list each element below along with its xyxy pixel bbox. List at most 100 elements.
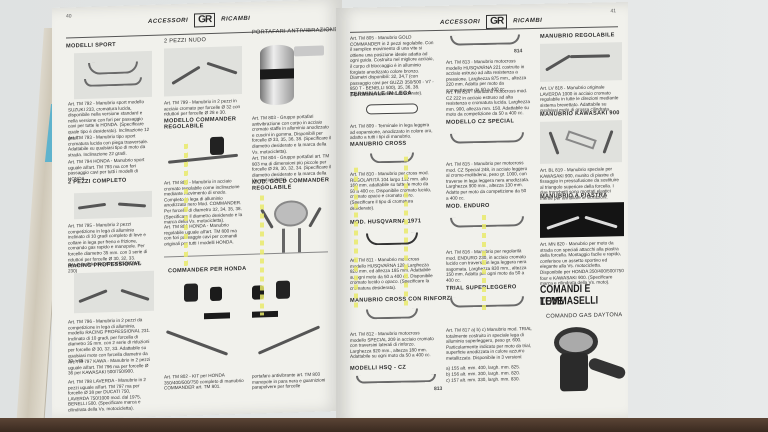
desc-tm812: Art. TM 812 - Manubrio motocross modello…: [350, 330, 434, 360]
bar-shape: [602, 130, 614, 154]
header-ricambi: RICAMBI: [513, 17, 543, 25]
gold-commander-photo: [256, 195, 326, 255]
section-cross: MANUBRIO CROSS: [350, 140, 407, 148]
handlebar-shape: [84, 77, 142, 87]
fork-shape: [298, 228, 301, 253]
section-complete: 2 PEZZI COMPLETO: [68, 177, 127, 186]
section-mount: PORTAFARI ANTIVIBRAZIONE: [252, 27, 339, 36]
husqvarna-handlebar-shape: [366, 232, 418, 246]
label-814: 814: [514, 48, 523, 55]
desc-tm803: Art. TM 803 - Gruppo portafari antivibra…: [252, 113, 332, 155]
bar-shape: [120, 288, 150, 302]
plate-shape: [565, 130, 597, 150]
throttle-cable-shape: [587, 356, 627, 381]
part-shape: [252, 310, 278, 318]
desc-tm815: Art. TM 815 - Manubrio per motocross mod…: [446, 160, 530, 201]
throttle-grip-shape: [560, 352, 588, 392]
section-sport: MODELLI SPORT: [66, 41, 116, 50]
desc-tm802: Art. TM 802 - KIT per HONDA 350/400/500/…: [164, 372, 244, 391]
bar-shape: [545, 54, 571, 72]
enduro-handlebar-shape: [450, 216, 524, 228]
section-gold: MOD. GOLD COMMANDER REGOLABILE: [252, 177, 330, 192]
headlight-shape: [274, 199, 308, 228]
watermark-highlight: [482, 214, 486, 312]
desc-tm805: Art. TM 805 - Manubrio GOLD COMMANDER in…: [350, 34, 434, 97]
label-813: 813: [434, 385, 443, 393]
terminal-photo: [366, 100, 418, 117]
desc-tm809: Art. TM 809 - Terminale in lega leggera …: [350, 122, 433, 141]
kawasaki-handlebar-photo: [540, 120, 622, 164]
section-honda: COMMANDER PER HONDA: [168, 265, 247, 275]
header-accessori: ACCESSORI: [440, 19, 481, 26]
desc-tm801: Art. TM 801 HONDA - Manubrio regolabile …: [164, 222, 238, 247]
plate-handlebar-photo: [540, 202, 624, 238]
page-number-right: 41: [610, 8, 616, 15]
bar-shape: [308, 206, 322, 228]
title-tommaselli: TOMMASELLI: [540, 294, 599, 308]
section-reinforced: MANUBRIO CROSS CON RINFORZI: [350, 295, 453, 304]
gr-logo: GR: [194, 12, 216, 28]
bracket-shape: [294, 45, 324, 57]
complete-handlebar-photo: [74, 190, 152, 220]
section-terminal: TERMINALE IN LEGA: [350, 90, 412, 98]
fork-shape: [282, 228, 285, 253]
headlight-mount-photo: [256, 37, 326, 109]
header-ricambi: RICAMBI: [221, 15, 251, 23]
hsq-221-handlebar-shape: [450, 34, 520, 46]
section-cz-special: MODELLO CZ SPECIAL: [446, 118, 515, 126]
bar-shape: [570, 54, 610, 59]
section-adjustable: MANUBRIO REGOLABILE: [540, 32, 615, 40]
adjustable-handlebar-photo: [540, 42, 622, 82]
desc-lv818: Art. LV 818 - Manubrio originale LAVERDA…: [540, 84, 619, 114]
watermark-highlight: [184, 143, 188, 270]
page-number-left: 40: [66, 13, 72, 20]
honda-kit-photo: [164, 275, 328, 368]
bare-handlebar-photo: [164, 46, 242, 97]
bar-shape: [78, 289, 108, 304]
desc-tm798: Art. TM 798 LAVERDA - Manubrio in 2 pezz…: [68, 377, 146, 413]
desc-tm811: Art. TM 811 - Manubrio motocross modello…: [350, 256, 433, 291]
watermark-highlight: [404, 156, 408, 307]
desc-tm810: Art. TM 810 - Manubrio per cross mod. RE…: [350, 170, 432, 211]
version-c: c) 157 alt. mm. 330, largh. mm. 830.: [446, 376, 520, 383]
desc-tm793: Art. TM 793 - Manubrio tipo sport cromat…: [68, 133, 149, 158]
throttle-photo: [540, 322, 627, 394]
section-hsq-cz: MODELLI HSQ - CZ: [350, 364, 407, 372]
part-shape: [184, 283, 198, 302]
part-shape: [210, 286, 222, 302]
desc-tm799: Art. TM 799 - Manubrio in 2 pezzi in acc…: [164, 98, 241, 117]
section-enduro: MOD. ENDURO: [446, 202, 490, 210]
section-commander: MODELLO COMMANDER REGOLABILE: [164, 116, 237, 131]
bar-shape: [548, 131, 560, 155]
desc-tm797: Art. TM 797 KAWA - Manubrio in 2 pezzi u…: [68, 356, 151, 376]
trial-handlebar-shape: [450, 296, 524, 308]
bar-shape: [257, 325, 321, 355]
hsq-handlebar-shape: [356, 374, 436, 384]
clamp-shape: [210, 136, 224, 156]
section-bare: 2 PEZZI NUDO: [164, 37, 207, 45]
sport-handlebar-photo: [74, 50, 152, 100]
part-shape: [276, 280, 290, 299]
section-daytona: COMANDO GAS DAYTONA: [546, 312, 623, 320]
commander-photo: [164, 132, 242, 174]
desc-tm817: Art. TM 817 a) b) c) Manubrio mod. TRIAL…: [446, 326, 532, 361]
bar-shape: [117, 202, 147, 208]
bar-shape: [584, 215, 618, 229]
section-kawasaki: MANUBRIO KAWASAKI 900: [540, 110, 620, 118]
gr-logo: GR: [486, 14, 508, 29]
terminal-shape: [366, 103, 418, 115]
right-page: 41 ACCESSORI GR RICAMBI Art. TM 805 - Ma…: [336, 2, 628, 427]
watermark-highlight: [354, 167, 358, 308]
desc-tm800: Art. TM 800 - Manubrio in acciaio cromat…: [164, 178, 243, 225]
racing-handlebar-photo: [74, 270, 154, 314]
cz-handlebar-shape: [450, 132, 524, 144]
kit-note: portafaro antivibrante art. TM 803 manop…: [252, 371, 326, 390]
bar-shape: [165, 330, 229, 356]
bar-shape: [77, 202, 107, 210]
desc-mn820: Art. MN 820 - Manubrio per moto da strad…: [540, 240, 624, 286]
header-accessori: ACCESSORI: [148, 17, 189, 25]
handlebar-shape: [88, 61, 138, 75]
watermark-highlight: [260, 195, 264, 316]
section-husqvarna: MOD. HUSQVARNA 1971: [350, 218, 422, 226]
